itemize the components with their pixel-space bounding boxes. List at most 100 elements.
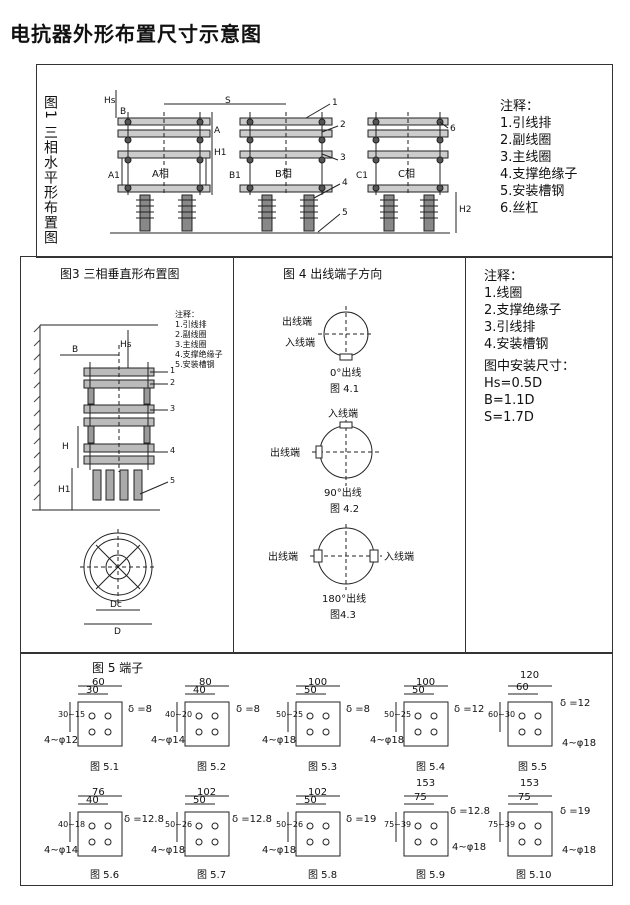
terminal-b1-label: B1 <box>229 171 241 181</box>
fig3-note-item: 2.副线圈 <box>175 330 207 339</box>
fig1-title: 图1 三相水平形布置图 <box>42 95 58 246</box>
fig3-note-item: 1.引线排 <box>175 320 207 329</box>
phase-c-label: C相 <box>398 169 415 180</box>
reactor-a <box>117 112 211 232</box>
callout-2: 2 <box>340 120 346 130</box>
callout-4: 4 <box>342 178 348 188</box>
terminal-top2: 50 <box>304 685 317 696</box>
right-note-item: 2.支撑绝缘子 <box>484 303 562 318</box>
install-dim-item: S=1.7D <box>484 410 534 425</box>
terminal-hole: 4~φ12 <box>44 735 79 746</box>
reactor-b <box>239 112 333 232</box>
fig1-note-item: 1.引线排 <box>500 116 552 131</box>
right-notes-title: 注释： <box>484 269 524 284</box>
terminal-hole: 4~φ18 <box>262 845 297 856</box>
terminal-top1: 120 <box>520 670 540 681</box>
terminal-left: 50~25 <box>276 710 304 719</box>
terminal-top2: 40 <box>86 795 99 806</box>
dim-b: B <box>120 107 127 117</box>
terminal-top1: 60 <box>92 677 105 688</box>
fig4-title: 图 4 出线端子方向 <box>283 267 383 281</box>
terminal-hole: 4~φ14 <box>44 845 79 856</box>
terminal-top2: 75 <box>518 792 531 803</box>
terminal-caption: 图 5.1 <box>90 762 120 773</box>
terminal-caption: 图 5.4 <box>416 762 446 773</box>
fig3-callout-4: 4 <box>170 446 176 455</box>
separator <box>233 256 234 652</box>
right-notes: 注释： 1.线圈 2.支撑绝缘子 3.引线排 4.安装槽钢 <box>484 268 561 353</box>
terminal-left: 60~30 <box>488 710 516 719</box>
terminal-hole: 4~φ18 <box>562 738 597 749</box>
terminal-caption: 图 5.9 <box>416 870 446 881</box>
terminal-top1: 80 <box>199 677 212 688</box>
terminal-hole: 4~φ14 <box>151 735 186 746</box>
dim-hs: Hs <box>104 96 116 106</box>
terminal-delta: δ =12 <box>454 704 485 715</box>
fig5-title: 图 5 端子 <box>92 661 144 675</box>
terminal-hole: 4~φ18 <box>562 845 597 856</box>
fig3-callout-1: 1 <box>170 366 176 375</box>
terminal-delta: δ =8 <box>236 704 261 715</box>
terminal-caption: 图 5.10 <box>516 870 552 881</box>
terminal-left: 40~20 <box>165 710 193 719</box>
terminal-hole: 4~φ18 <box>262 735 297 746</box>
fig4-3-label-in: 入线端 <box>384 552 414 563</box>
terminal-left: 30~15 <box>58 710 86 719</box>
fig4-1-caption: 图 4.1 <box>330 384 360 395</box>
phase-b-label: B相 <box>275 169 292 180</box>
fig1-notes-title: 注释： <box>500 99 540 114</box>
terminal-delta: δ =12.8 <box>124 814 164 825</box>
terminal-hole: 4~φ18 <box>151 845 186 856</box>
fig4-2-label-out: 出线端 <box>270 448 300 459</box>
terminal-delta: δ =19 <box>346 814 377 825</box>
terminal-delta: δ =12.8 <box>232 814 272 825</box>
fig4-1-label-out: 出线端 <box>282 317 312 328</box>
terminal-c1-label: C1 <box>356 171 369 181</box>
dim-a: A <box>214 126 221 136</box>
fig5-frame <box>20 652 613 886</box>
fig3-dim-h1: H1 <box>58 485 71 495</box>
fig3-note-item: 5.安装槽钢 <box>175 360 215 369</box>
fig3-dim-hs: Hs <box>120 340 132 350</box>
terminal-caption: 图 5.8 <box>308 870 338 881</box>
fig4-3-label-out: 出线端 <box>268 552 298 563</box>
fig3-title: 图3 三相垂直形布置图 <box>60 267 180 281</box>
lower-frame <box>20 256 613 654</box>
fig3-callout-2: 2 <box>170 378 176 387</box>
terminal-caption: 图 5.6 <box>90 870 120 881</box>
phase-a-label: A相 <box>152 169 169 180</box>
right-note-item: 4.安装槽钢 <box>484 337 549 352</box>
terminal-top2: 50 <box>412 685 425 696</box>
fig1-note-item: 6.丝杠 <box>500 201 539 216</box>
dim-h2: H2 <box>459 205 472 215</box>
fig1-note-item: 5.安装槽钢 <box>500 184 565 199</box>
terminal-left: 40~18 <box>58 820 86 829</box>
callout-6: 6 <box>450 124 456 134</box>
terminal-a1-label: A1 <box>108 171 120 181</box>
terminal-top1: 102 <box>308 787 328 798</box>
fig4-2-caption: 图 4.2 <box>330 504 360 515</box>
terminal-left: 75~39 <box>488 820 516 829</box>
terminal-top1: 100 <box>308 677 328 688</box>
terminal-left: 50~26 <box>276 820 304 829</box>
terminal-delta: δ =8 <box>346 704 371 715</box>
install-dim-item: Hs=0.5D <box>484 376 543 391</box>
fig1-note-item: 2.副线圈 <box>500 133 552 148</box>
install-dims-title: 图中安装尺寸： <box>484 359 576 374</box>
terminal-top1: 76 <box>92 787 105 798</box>
fig3-note-item: 4.支撑绝缘子 <box>175 350 223 359</box>
install-dim-item: B=1.1D <box>484 393 535 408</box>
terminal-delta: δ =19 <box>560 806 591 817</box>
page-title: 电抗器外形布置尺寸示意图 <box>10 22 262 46</box>
terminal-top2: 50 <box>304 795 317 806</box>
fig3-dim-d: D <box>114 627 121 637</box>
fig3-notes: 注释： 1.引线排 2.副线圈 3.主线圈 4.支撑绝缘子 5.安装槽钢 <box>175 310 223 370</box>
terminal-top2: 60 <box>516 682 529 693</box>
callout-1: 1 <box>332 98 338 108</box>
dim-h1: H1 <box>214 148 227 158</box>
fig3-dim-dc: Dc <box>110 600 122 610</box>
terminal-caption: 图 5.3 <box>308 762 338 773</box>
fig4-1-angle: 0°出线 <box>330 368 362 379</box>
